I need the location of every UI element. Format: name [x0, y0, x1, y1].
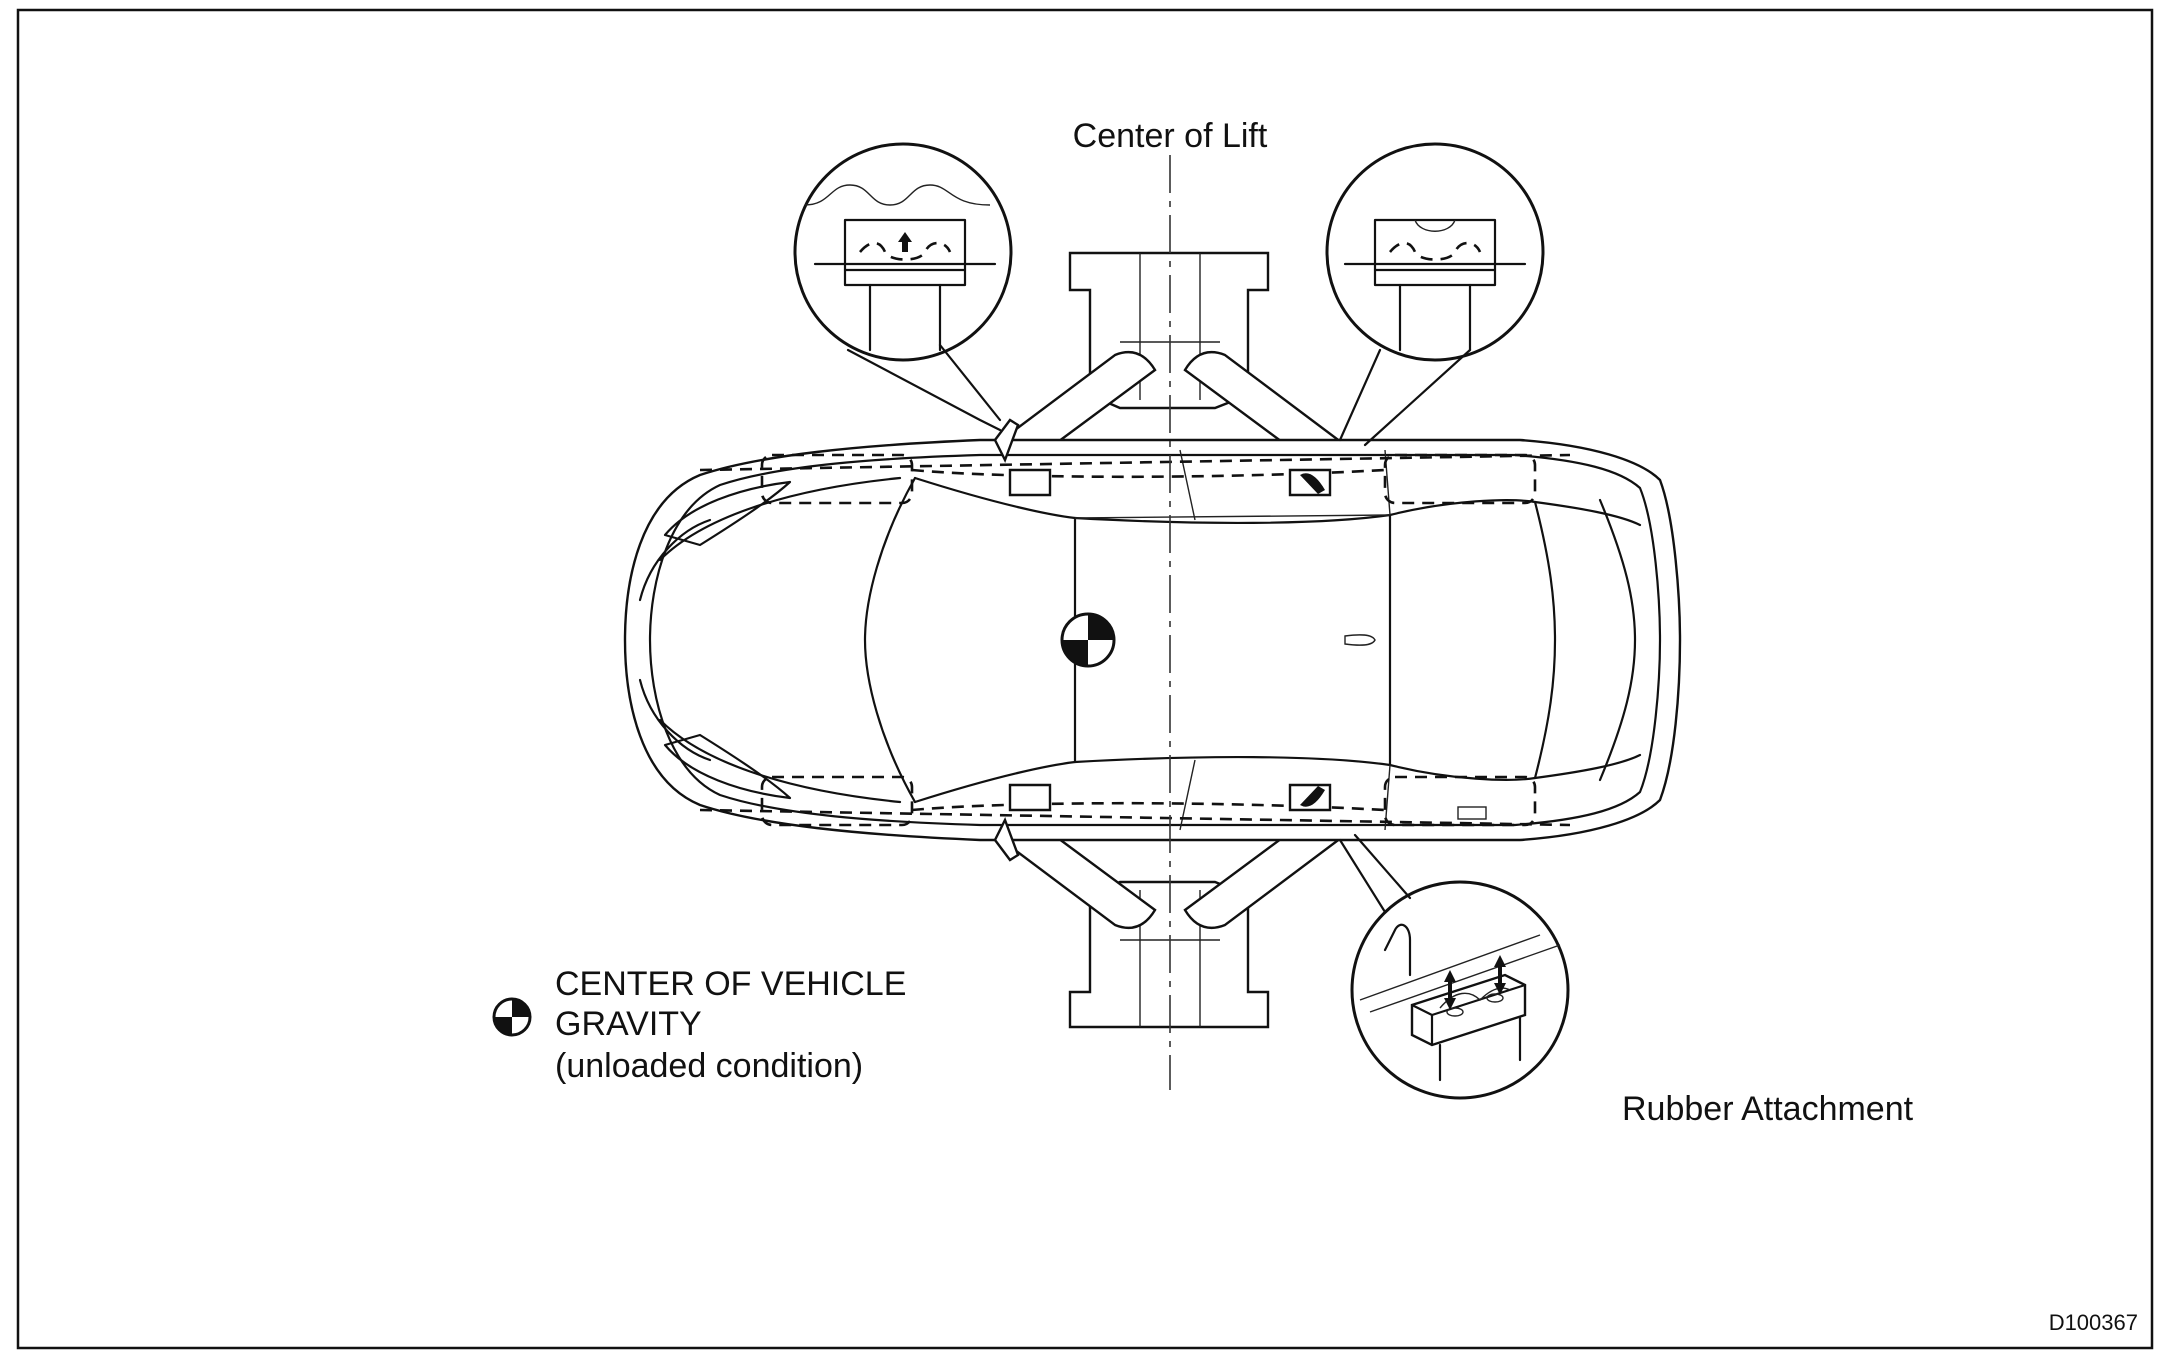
figure-frame — [16, 8, 2154, 1350]
rubber-block[interactable] — [1410, 973, 1527, 1047]
gravity-label-line2: GRAVITY — [555, 1005, 702, 1043]
lift-pad-front-right[interactable] — [1008, 783, 1052, 812]
rubber-attachment-label: Rubber Attachment — [1622, 1090, 1914, 1128]
mirror-right — [993, 816, 1020, 862]
detail-rubber-attachment — [1338, 833, 1570, 1100]
center-of-gravity-symbol — [1060, 612, 1116, 668]
front-wheel-left — [760, 453, 914, 505]
center-of-lift-label: Center of Lift — [1073, 117, 1268, 155]
mirror-left — [993, 418, 1020, 464]
rear-wheel-right — [1383, 775, 1537, 827]
detail-rear-lift-point — [1325, 142, 1545, 447]
figure-code: D100367 — [2049, 1310, 2138, 1335]
gravity-label-line1: CENTER OF VEHICLE — [555, 965, 906, 1003]
legend-gravity-symbol — [492, 997, 532, 1037]
front-wheel-right — [760, 775, 914, 827]
lift-pad-front-left[interactable] — [1008, 468, 1052, 497]
car-body — [623, 438, 1682, 842]
detail-front-lift-point — [793, 142, 1013, 432]
rear-wheel-left — [1383, 453, 1537, 505]
vehicle-outline — [623, 418, 1682, 862]
gravity-label-line3: (unloaded condition) — [555, 1047, 863, 1085]
